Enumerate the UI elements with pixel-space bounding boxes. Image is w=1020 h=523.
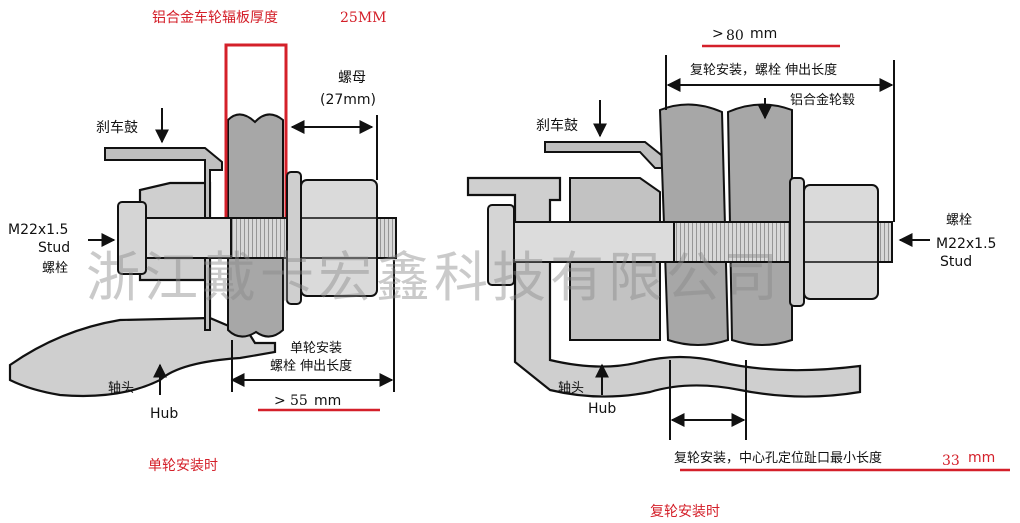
- right-nut: [803, 184, 879, 300]
- right-pilot-unit: mm: [968, 450, 995, 466]
- left-stud-spec: M22x1.5: [8, 222, 68, 238]
- left-title: 铝合金车轮辐板厚度: [152, 9, 278, 26]
- right-hub-body: [466, 176, 862, 398]
- right-pilot-value: 33: [942, 453, 960, 469]
- company-watermark: 浙江戴卡宏鑫科技有限公司: [86, 246, 782, 309]
- right-length-prefix: >: [712, 26, 724, 42]
- right-panel: > 80 mm 复轮安装，螺栓 伸出长度 铝合金轮毂 刹车鼓 螺栓 M22x1.…: [466, 26, 1010, 520]
- left-title-value: 25MM: [340, 10, 386, 26]
- left-caption: 单轮安装时: [148, 458, 218, 474]
- left-install-line1: 单轮安装: [290, 341, 342, 356]
- left-hub-en: Hub: [150, 406, 178, 422]
- right-brake-drum-label: 刹车鼓: [536, 117, 578, 134]
- left-length-unit: mm: [314, 393, 341, 409]
- right-pilot-label: 复轮安装，中心孔定位趾口最小长度: [674, 450, 882, 466]
- right-length-value: 80: [726, 28, 744, 44]
- right-stud-cn: 螺栓: [946, 213, 972, 228]
- left-nut: [300, 179, 378, 297]
- right-brake-drum: [544, 141, 666, 169]
- right-stud-en: Stud: [940, 254, 972, 270]
- right-wheel-hub-label: 铝合金轮毂: [790, 92, 855, 108]
- right-length-unit: mm: [750, 26, 777, 42]
- right-stud-shank: [513, 221, 675, 263]
- left-panel: 铝合金车轮辐板厚度 25MM 螺母 (27mm) 刹车鼓 M22x1.5 Stu…: [8, 9, 397, 474]
- right-nut-washer: [789, 177, 805, 307]
- left-length-prefix: >: [274, 393, 286, 409]
- right-hub-cn: 轴头: [558, 381, 584, 396]
- right-stud-spec: M22x1.5: [936, 236, 996, 252]
- left-stud-cn: 螺栓: [42, 261, 68, 276]
- right-protrusion-label: 复轮安装，螺栓 伸出长度: [690, 62, 837, 78]
- left-install-line2: 螺栓 伸出长度: [270, 358, 352, 374]
- right-caption: 复轮安装时: [650, 503, 720, 520]
- left-length-value: 55: [290, 393, 308, 409]
- left-nut-size: (27mm): [320, 92, 376, 108]
- left-nut-label: 螺母: [338, 70, 366, 86]
- left-brake-drum-label: 刹车鼓: [96, 119, 138, 136]
- left-hub-cn: 轴头: [108, 381, 134, 396]
- right-hub-en: Hub: [588, 401, 616, 417]
- left-stud-en: Stud: [38, 240, 70, 256]
